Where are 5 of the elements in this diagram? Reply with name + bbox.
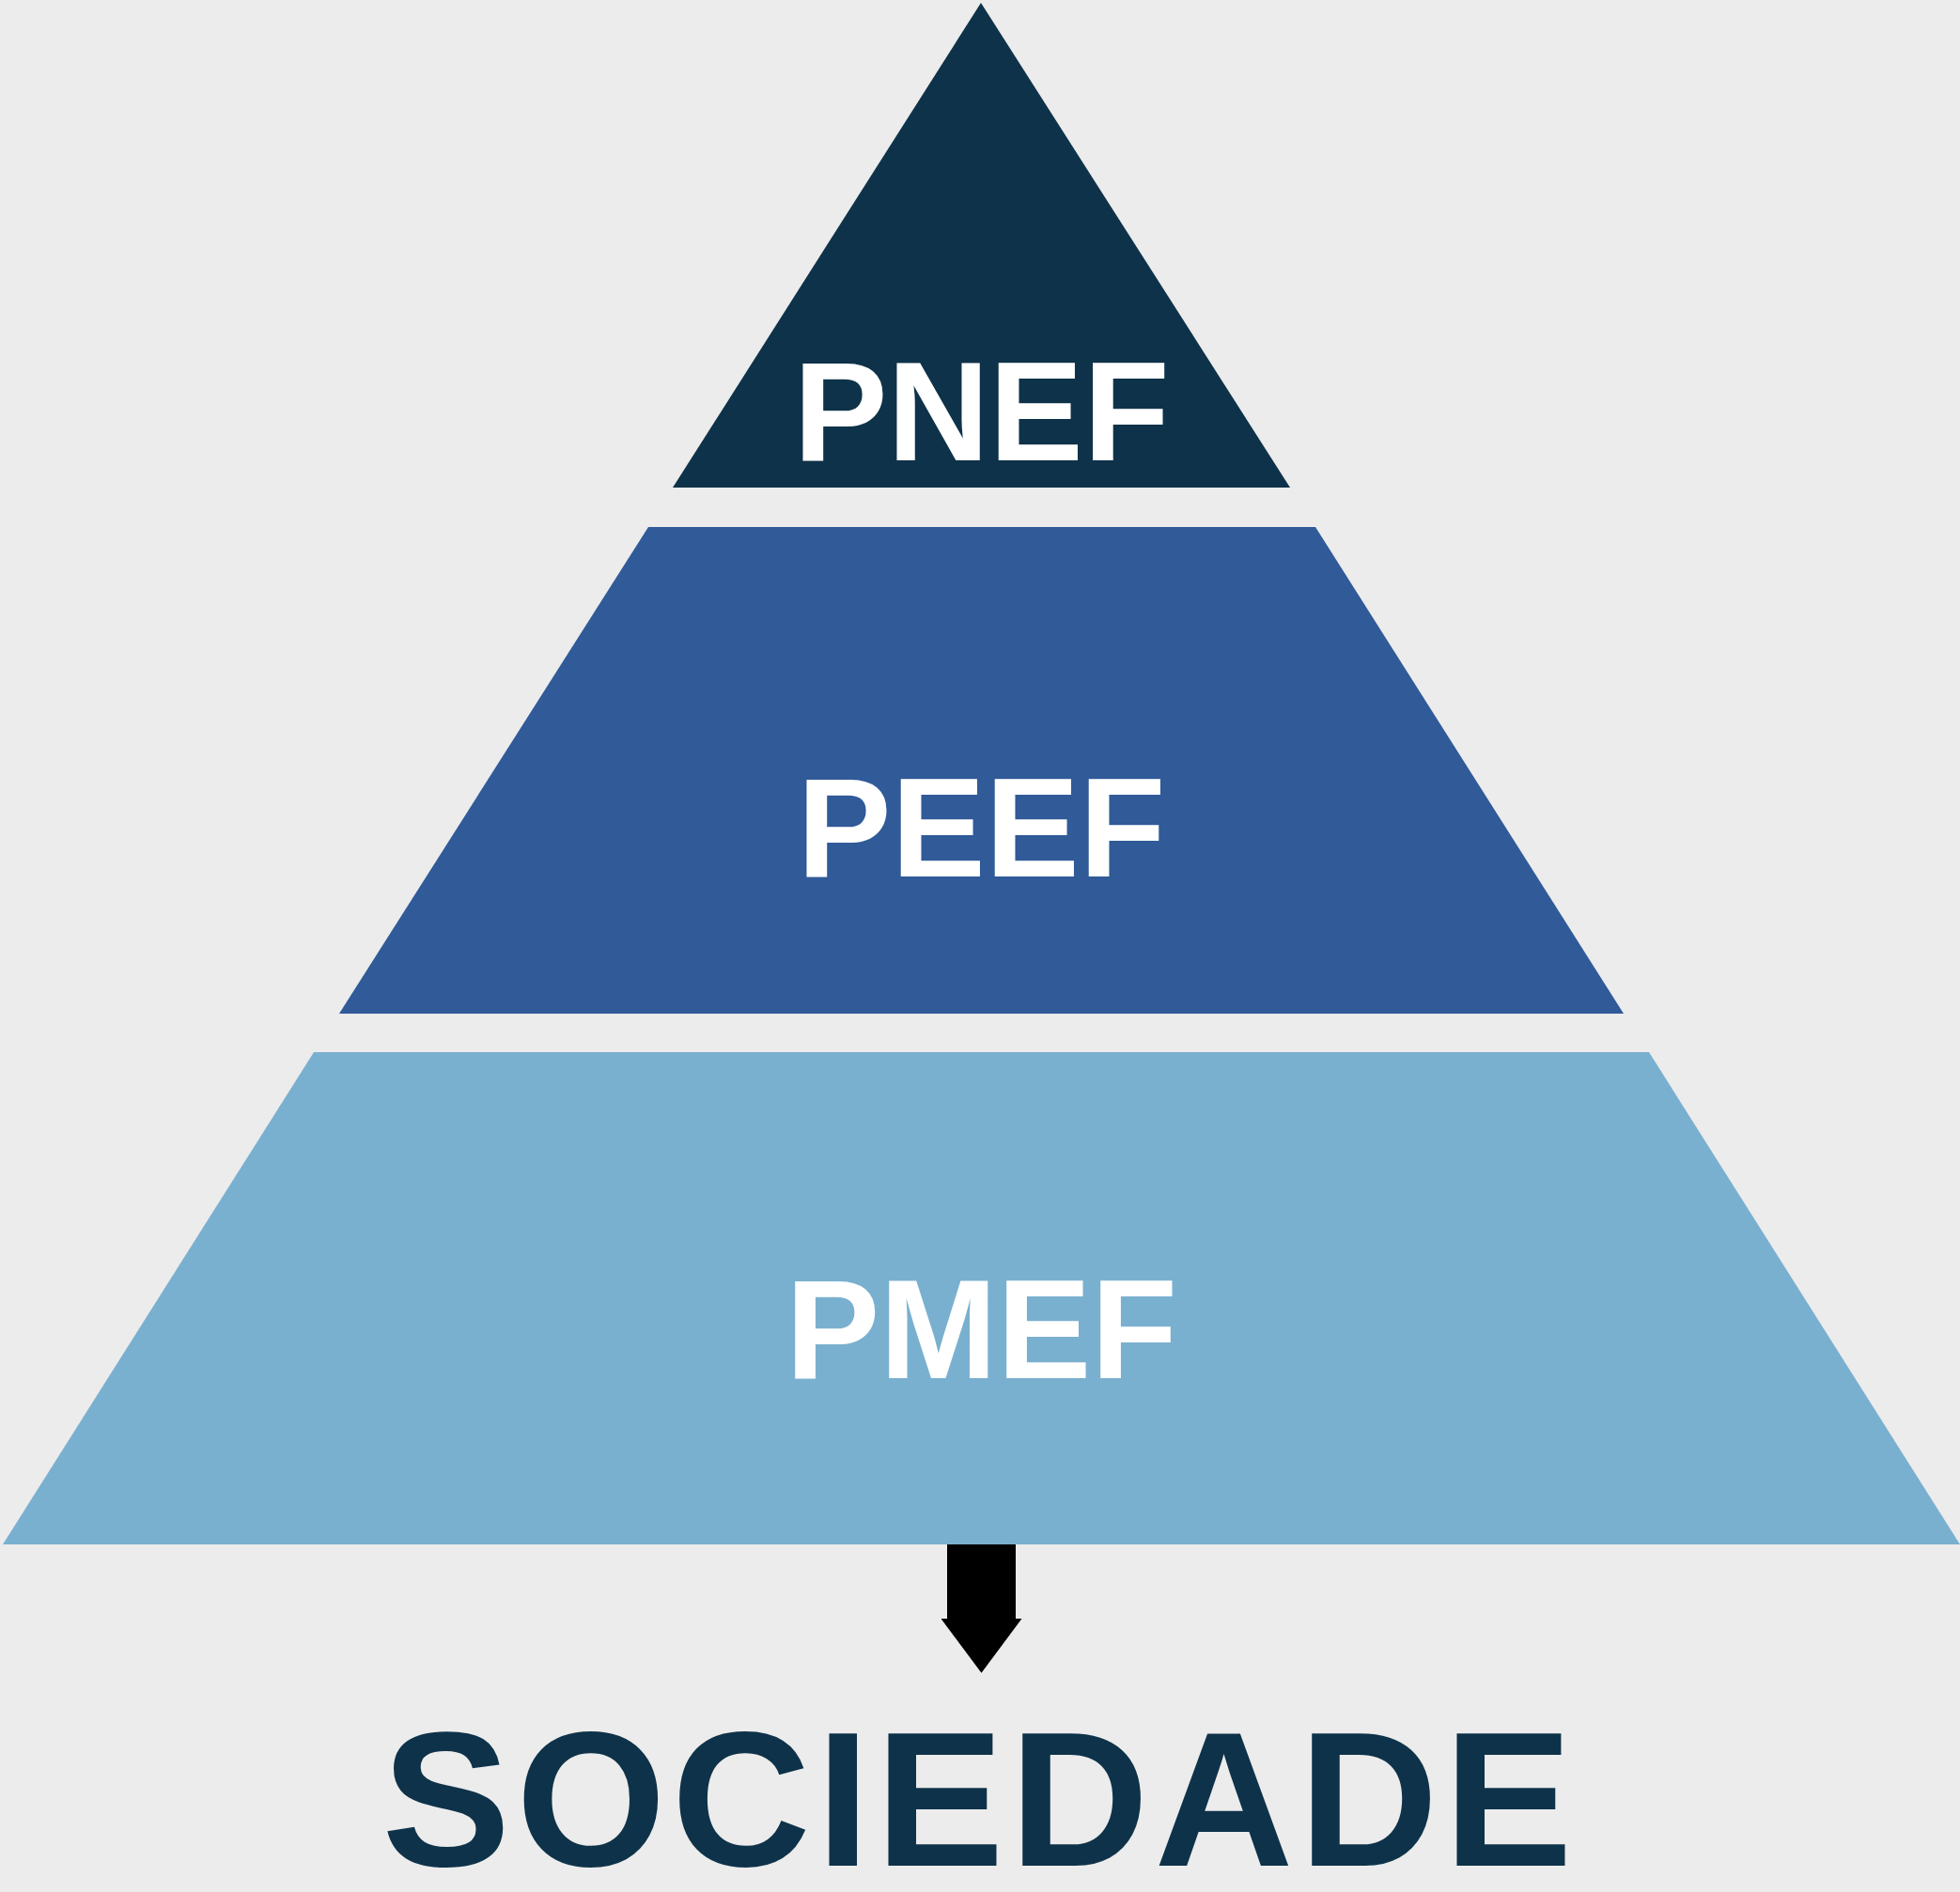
down-arrow bbox=[941, 1544, 1022, 1673]
tier-label: PMEF bbox=[786, 1259, 1177, 1400]
tier-label: PEEF bbox=[797, 757, 1166, 898]
tier-label: PNEF bbox=[793, 341, 1170, 482]
target-label: SOCIEDADE bbox=[381, 1708, 1579, 1891]
